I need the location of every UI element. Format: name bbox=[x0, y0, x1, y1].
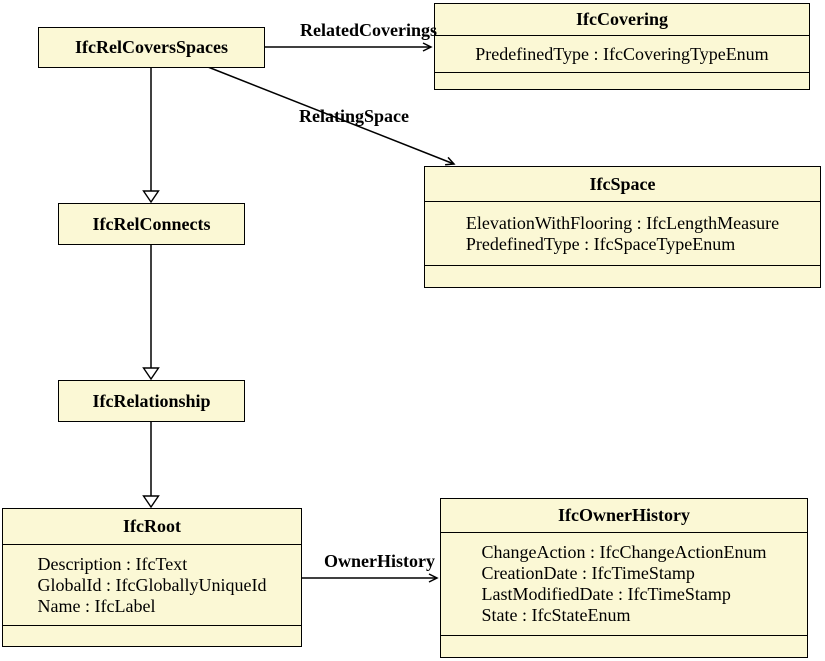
class-attributes: PredefinedType : IfcCoveringTypeEnum bbox=[435, 36, 809, 73]
class-attribute: Name : IfcLabel bbox=[37, 595, 156, 616]
class-attributes: ElevationWithFlooring : IfcLengthMeasure… bbox=[425, 202, 820, 266]
class-title: IfcRelationship bbox=[92, 390, 211, 411]
generalization-triangle-icon bbox=[142, 495, 160, 509]
class-attribute: PredefinedType : IfcSpaceTypeEnum bbox=[465, 233, 736, 254]
class-attribute: CreationDate : IfcTimeStamp bbox=[481, 563, 695, 583]
edge-label-relatedcoverings: RelatedCoverings bbox=[300, 20, 437, 40]
class-attributes: ChangeAction : IfcChangeActionEnum Creat… bbox=[441, 533, 807, 636]
class-node-ifcroot[interactable]: IfcRoot Description : IfcText GlobalId :… bbox=[2, 508, 302, 647]
class-attribute: PredefinedType : IfcCoveringTypeEnum bbox=[475, 43, 769, 64]
class-node-ifcrelcoversspaces[interactable]: IfcRelCoversSpaces bbox=[38, 27, 265, 68]
generalization-triangle-icon bbox=[142, 367, 160, 381]
class-node-ifcownerhistory[interactable]: IfcOwnerHistory ChangeAction : IfcChange… bbox=[440, 498, 808, 658]
edge-label-ownerhistory: OwnerHistory bbox=[324, 551, 435, 571]
class-operations-empty bbox=[425, 266, 820, 287]
generalization-triangle-icon bbox=[142, 190, 160, 204]
class-title: IfcCovering bbox=[435, 4, 809, 36]
class-attribute: ElevationWithFlooring : IfcLengthMeasure bbox=[465, 212, 780, 233]
class-attribute: Description : IfcText bbox=[37, 553, 188, 574]
class-node-ifcrelconnects[interactable]: IfcRelConnects bbox=[58, 203, 245, 245]
class-attribute: GlobalId : IfcGloballyUniqueId bbox=[37, 574, 267, 595]
class-operations-empty bbox=[435, 73, 809, 89]
class-attribute: ChangeAction : IfcChangeActionEnum bbox=[481, 542, 767, 562]
class-attributes: Description : IfcText GlobalId : IfcGlob… bbox=[3, 545, 301, 626]
class-node-ifccovering[interactable]: IfcCovering PredefinedType : IfcCovering… bbox=[434, 3, 810, 90]
class-attribute: State : IfcStateEnum bbox=[481, 605, 631, 625]
edge-label-relatingspace: RelatingSpace bbox=[299, 106, 409, 126]
class-node-ifcspace[interactable]: IfcSpace ElevationWithFlooring : IfcLeng… bbox=[424, 166, 821, 288]
class-title: IfcRelConnects bbox=[92, 213, 211, 234]
class-attribute: LastModifiedDate : IfcTimeStamp bbox=[481, 584, 731, 604]
class-node-ifcrelationship[interactable]: IfcRelationship bbox=[58, 380, 245, 422]
association-relatingspace-line bbox=[207, 66, 456, 166]
class-operations-empty bbox=[3, 626, 301, 646]
class-title: IfcOwnerHistory bbox=[441, 499, 807, 533]
class-title: IfcRelCoversSpaces bbox=[75, 37, 228, 57]
class-title: IfcSpace bbox=[425, 167, 820, 202]
class-operations-empty bbox=[441, 636, 807, 657]
class-title: IfcRoot bbox=[3, 509, 301, 545]
